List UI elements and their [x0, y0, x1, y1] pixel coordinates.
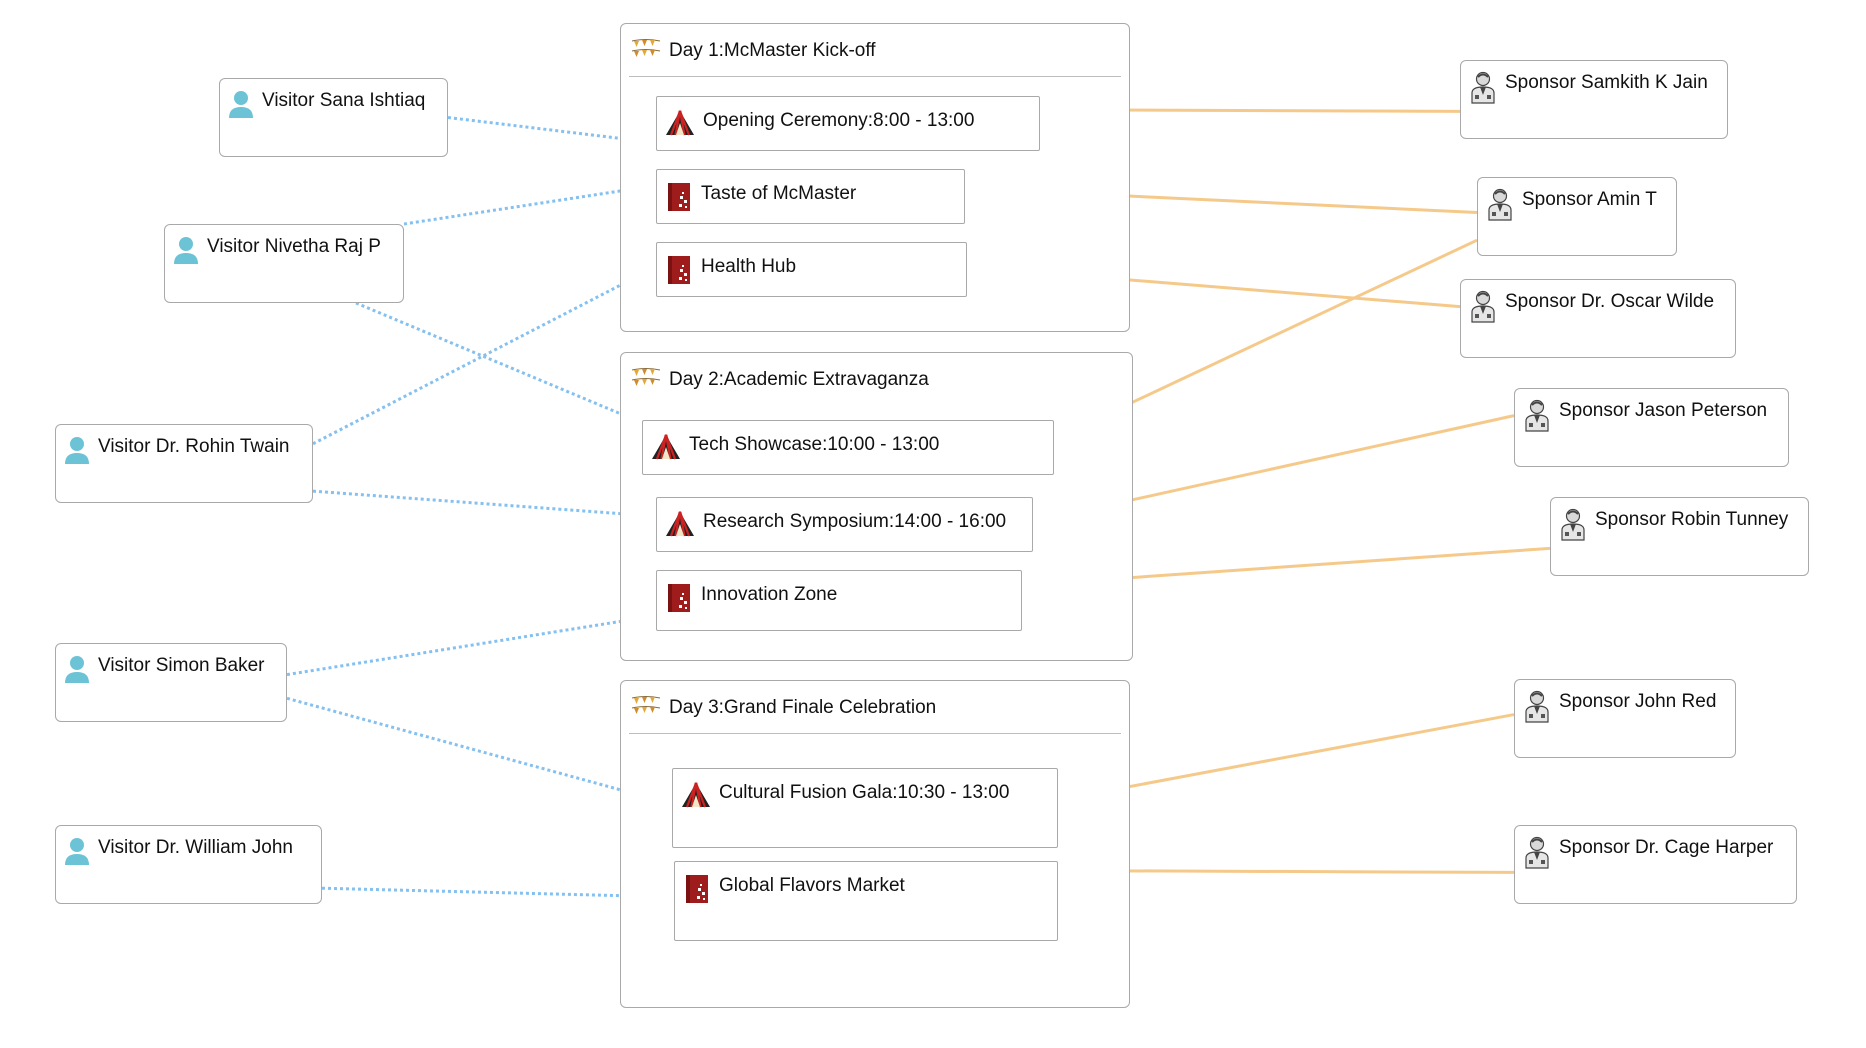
sponsor-person-icon: [1523, 399, 1551, 439]
event-cultural-fusion-gala[interactable]: Cultural Fusion Gala:10:30 - 13:00: [672, 768, 1058, 848]
sponsor-label: Sponsor Dr. Cage Harper: [1559, 837, 1774, 858]
event-label: Tech Showcase:10:00 - 13:00: [689, 434, 940, 455]
booth-icon: [665, 182, 693, 218]
sponsor-robin-tunney[interactable]: Sponsor Robin Tunney: [1550, 497, 1809, 576]
event-research-symposium[interactable]: Research Symposium:14:00 - 16:00: [656, 497, 1033, 552]
event-label: Research Symposium:14:00 - 16:00: [703, 511, 1007, 532]
visitor-sana-ishtiaq[interactable]: Visitor Sana Ishtiaq: [219, 78, 448, 157]
day-title: Day 2:Academic Extravaganza: [669, 369, 929, 390]
event-innovation-zone[interactable]: Innovation Zone: [656, 570, 1022, 631]
tent-icon: [665, 510, 695, 544]
event-opening-ceremony[interactable]: Opening Ceremony:8:00 - 13:00: [656, 96, 1040, 151]
sponsor-person-icon: [1469, 71, 1497, 111]
tent-icon: [665, 109, 695, 143]
sponsor-label: Sponsor Samkith K Jain: [1505, 72, 1708, 93]
day-title: Day 1:McMaster Kick-off: [669, 40, 876, 61]
visitor-dr-william-john[interactable]: Visitor Dr. William John: [55, 825, 322, 904]
event-label: Health Hub: [701, 256, 797, 277]
event-label: Opening Ceremony:8:00 - 13:00: [703, 110, 975, 131]
sponsor-label: Sponsor Amin T: [1522, 189, 1657, 210]
event-label: Innovation Zone: [701, 584, 838, 605]
visitor-label: Visitor Nivetha Raj P: [207, 236, 381, 257]
sponsor-label: Sponsor Dr. Oscar Wilde: [1505, 291, 1715, 312]
visitor-dr-rohin-twain[interactable]: Visitor Dr. Rohin Twain: [55, 424, 313, 503]
divider: [629, 76, 1121, 77]
day-2-header: Day 2:Academic Extravaganza: [631, 365, 929, 395]
event-global-flavors-market[interactable]: Global Flavors Market: [674, 861, 1058, 941]
sponsor-person-icon: [1559, 508, 1587, 548]
event-label: Global Flavors Market: [719, 875, 905, 896]
visitor-simon-baker[interactable]: Visitor Simon Baker: [55, 643, 287, 722]
sponsor-amin-t[interactable]: Sponsor Amin T: [1477, 177, 1677, 256]
pennant-flags-icon: [631, 693, 661, 723]
visitor-label: Visitor Dr. Rohin Twain: [98, 436, 290, 457]
visitor-label: Visitor Dr. William John: [98, 837, 293, 858]
visitor-edge-v4-e6: [286, 616, 656, 677]
booth-icon: [683, 874, 711, 910]
visitor-person-icon: [173, 235, 199, 271]
visitor-edge-v2-e2: [403, 186, 656, 226]
sponsor-person-icon: [1523, 836, 1551, 876]
booth-icon: [665, 583, 693, 619]
pennant-flags-icon: [631, 365, 661, 395]
sponsor-person-icon: [1523, 690, 1551, 730]
visitor-person-icon: [64, 435, 90, 471]
visitor-person-icon: [228, 89, 254, 125]
tent-icon: [681, 781, 711, 815]
visitor-person-icon: [64, 836, 90, 872]
divider: [629, 733, 1121, 734]
day-3-header: Day 3:Grand Finale Celebration: [631, 693, 936, 723]
day-1-header: Day 1:McMaster Kick-off: [631, 36, 876, 66]
event-taste-of-mcmaster[interactable]: Taste of McMaster: [656, 169, 965, 224]
visitor-nivetha-raj-p[interactable]: Visitor Nivetha Raj P: [164, 224, 404, 303]
visitor-edge-v3-e5: [312, 489, 656, 516]
sponsor-person-icon: [1469, 290, 1497, 330]
sponsor-person-icon: [1486, 188, 1514, 228]
event-label: Taste of McMaster: [701, 183, 857, 204]
visitor-label: Visitor Sana Ishtiaq: [262, 90, 426, 111]
tent-icon: [651, 433, 681, 467]
visitor-edge-v2-e4: [355, 301, 642, 423]
sponsor-jason-peterson[interactable]: Sponsor Jason Peterson: [1514, 388, 1789, 467]
sponsor-samkith-k-jain[interactable]: Sponsor Samkith K Jain: [1460, 60, 1728, 139]
sponsor-label: Sponsor Robin Tunney: [1595, 509, 1789, 530]
pennant-flags-icon: [631, 36, 661, 66]
visitor-edge-v4-e7: [286, 696, 672, 804]
sponsor-dr-oscar-wilde[interactable]: Sponsor Dr. Oscar Wilde: [1460, 279, 1736, 358]
sponsor-john-red[interactable]: Sponsor John Red: [1514, 679, 1736, 758]
visitor-person-icon: [64, 654, 90, 690]
sponsor-dr-cage-harper[interactable]: Sponsor Dr. Cage Harper: [1514, 825, 1797, 904]
visitor-label: Visitor Simon Baker: [98, 655, 265, 676]
event-tech-showcase[interactable]: Tech Showcase:10:00 - 13:00: [642, 420, 1054, 475]
sponsor-label: Sponsor John Red: [1559, 691, 1717, 712]
event-label: Cultural Fusion Gala:10:30 - 13:00: [719, 782, 1010, 803]
sponsor-label: Sponsor Jason Peterson: [1559, 400, 1768, 421]
day-title: Day 3:Grand Finale Celebration: [669, 697, 937, 718]
booth-icon: [665, 255, 693, 291]
event-health-hub[interactable]: Health Hub: [656, 242, 967, 297]
